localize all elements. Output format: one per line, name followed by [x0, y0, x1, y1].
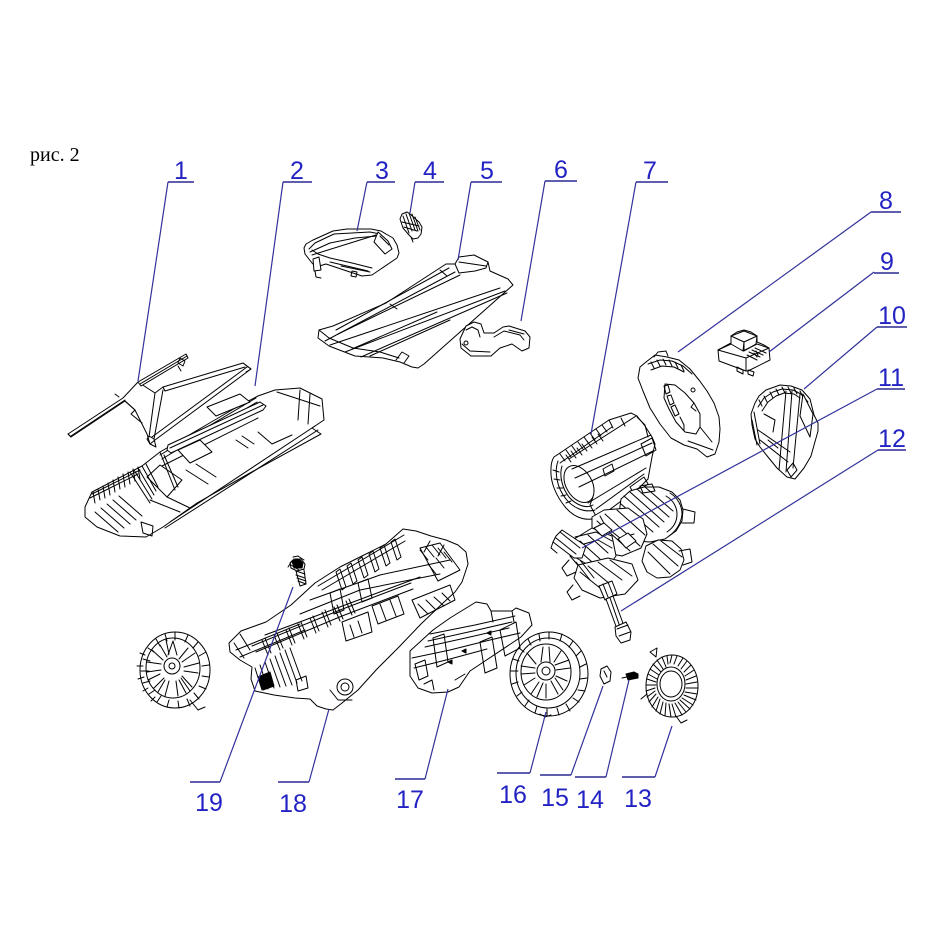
svg-text:1: 1 [174, 157, 188, 185]
svg-text:9: 9 [880, 248, 894, 276]
svg-text:16: 16 [499, 781, 527, 809]
svg-text:10: 10 [878, 302, 906, 330]
svg-text:6: 6 [554, 156, 568, 184]
svg-text:4: 4 [423, 157, 437, 185]
svg-text:19: 19 [195, 789, 223, 817]
svg-text:5: 5 [480, 157, 494, 185]
svg-text:12: 12 [878, 425, 906, 453]
svg-text:15: 15 [541, 784, 569, 812]
svg-text:17: 17 [396, 786, 424, 814]
svg-text:рис. 2: рис. 2 [30, 144, 80, 166]
svg-text:18: 18 [279, 790, 307, 818]
svg-text:13: 13 [624, 785, 652, 813]
svg-text:11: 11 [878, 364, 904, 392]
svg-text:7: 7 [643, 157, 657, 185]
svg-text:2: 2 [290, 157, 304, 185]
svg-text:3: 3 [375, 157, 389, 185]
svg-text:14: 14 [576, 786, 604, 814]
svg-text:8: 8 [879, 187, 893, 215]
